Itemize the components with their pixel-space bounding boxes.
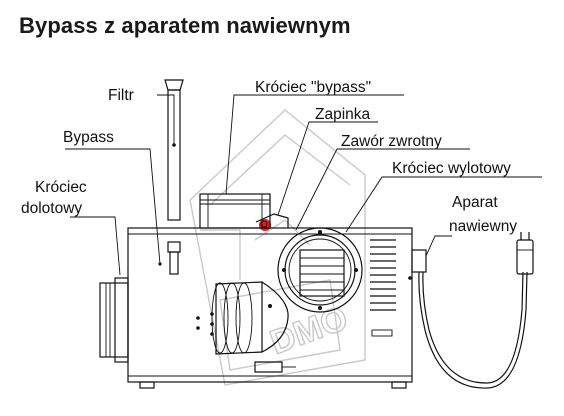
foot-left <box>139 381 155 389</box>
clip <box>255 213 289 228</box>
label-krociec-wylotowy: Króciec wylotowy <box>392 160 511 177</box>
label-krociec-dolotowy-2: dolotowy <box>21 200 82 217</box>
label-aparat-1: Aparat <box>452 194 498 211</box>
inner-duct <box>211 281 289 355</box>
label-krociec-dolotowy-1: Króciec <box>35 179 87 196</box>
label-zapinka: Zapinka <box>315 106 371 123</box>
bypass-spigot <box>199 193 271 229</box>
filter <box>164 79 184 221</box>
leader-lines <box>65 94 542 276</box>
label-krociec-bypass: Króciec "bypass" <box>255 79 371 96</box>
watermark-text: DMO <box>265 299 353 362</box>
screws <box>196 276 412 336</box>
vent-slots <box>370 239 396 337</box>
bottom-handle <box>254 361 283 373</box>
label-bypass: Bypass <box>63 129 114 146</box>
power-cable <box>411 249 528 389</box>
outlet-spigot <box>277 227 363 313</box>
label-filtr: Filtr <box>108 87 134 104</box>
foot-right <box>391 381 407 389</box>
power-plug <box>516 232 534 275</box>
label-aparat-2: nawiewny <box>449 218 517 235</box>
diagram-title: Bypass z aparatem nawiewnym <box>19 13 351 38</box>
bypass-lever <box>158 241 181 275</box>
inlet-spigot <box>99 277 129 363</box>
label-zawor-zwrotny: Zawór zwrotny <box>341 133 442 150</box>
